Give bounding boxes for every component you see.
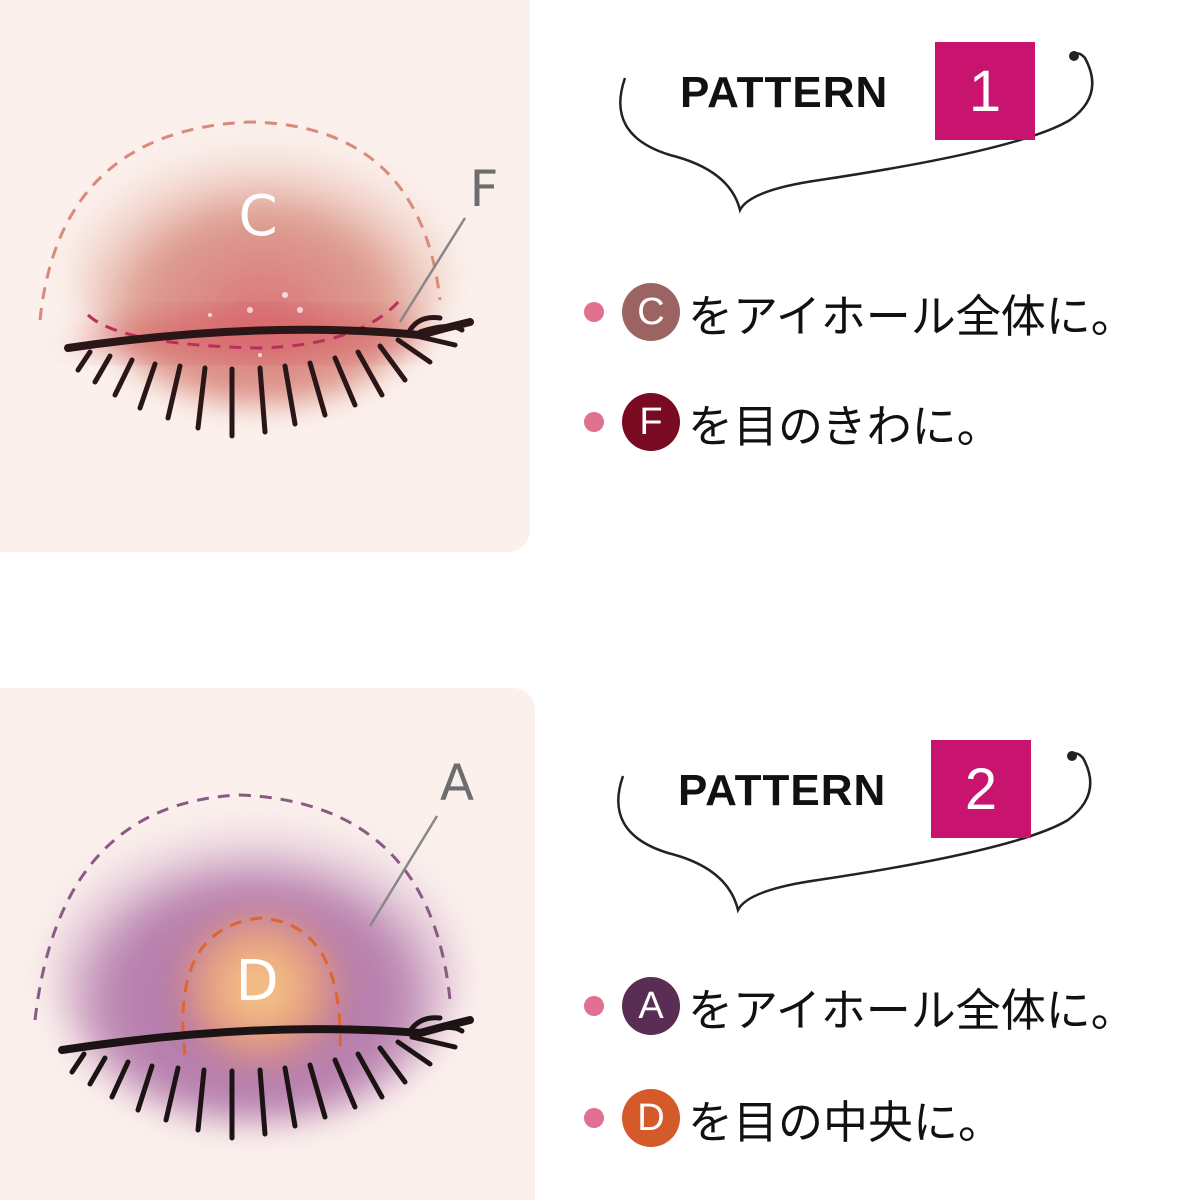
dashed-lash-line-outline: [86, 299, 402, 350]
pattern-title: PATTERN: [678, 766, 887, 815]
bullet-dot: [584, 302, 604, 322]
dashed-center-outline: [181, 916, 342, 1056]
dashed-eyehole-outline: [38, 120, 442, 321]
eye-label-main: C: [238, 184, 277, 249]
eye-label-main: D: [235, 949, 278, 1014]
eye-label-pointer: F: [470, 160, 499, 218]
pointer-line: [368, 815, 439, 927]
step-item: A をアイホール全体に。: [584, 974, 1136, 1038]
speech-bracket-decoration: [617, 751, 1092, 914]
pattern-number-badge: 1: [935, 42, 1035, 140]
pattern-number-badge: 2: [931, 740, 1031, 838]
step-text: をアイホール全体に。: [688, 289, 1136, 343]
step-item: D を目の中央に。: [584, 1086, 1003, 1150]
step-item: F を目のきわに。: [584, 390, 1002, 454]
bullet-dot: [584, 1108, 604, 1128]
eyelashes: [64, 315, 474, 439]
eye-label-pointer: A: [440, 754, 474, 812]
pattern-title: PATTERN: [680, 68, 889, 117]
color-badge-f: F: [622, 393, 680, 451]
bullet-dot: [584, 996, 604, 1016]
step-item: C をアイホール全体に。: [584, 280, 1136, 344]
eye-illustration-pattern-2: D A: [33, 754, 474, 1141]
color-badge-d: D: [622, 1089, 680, 1147]
step-text: を目のきわに。: [688, 399, 1002, 453]
speech-bracket-decoration: [619, 51, 1094, 214]
pointer-line: [398, 217, 467, 323]
bullet-dot: [584, 412, 604, 432]
eye-illustration-pattern-1: C F: [38, 105, 499, 439]
color-badge-c: C: [622, 283, 680, 341]
step-text: をアイホール全体に。: [688, 983, 1136, 1037]
color-badge-a: A: [622, 977, 680, 1035]
eyeshadow-c-area: [72, 105, 452, 405]
dashed-eyehole-outline: [33, 793, 452, 1021]
eyelashes: [58, 1015, 474, 1141]
step-text: を目の中央に。: [688, 1095, 1004, 1149]
